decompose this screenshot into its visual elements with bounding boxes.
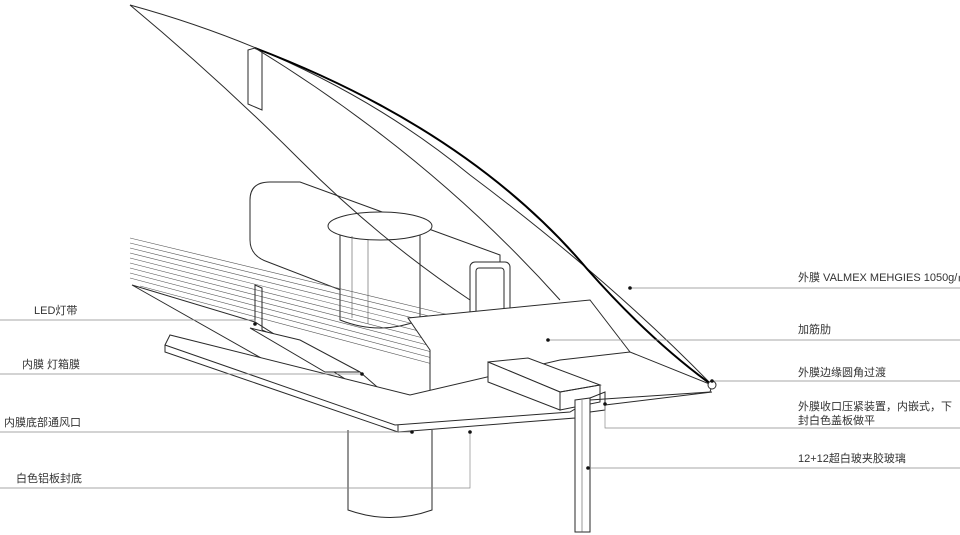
label-clamp-line1: 外膜收口压紧装置，内嵌式，下	[798, 401, 952, 413]
label-clamp-line2: 封白色盖板做平	[798, 415, 875, 427]
outer-membrane	[129, 4, 713, 386]
label-stiffener: 加筋肋	[798, 324, 831, 336]
label-led-strip: LED灯带	[34, 305, 78, 317]
label-aluminum-base: 白色铝板封底	[16, 473, 82, 485]
support-column	[347, 430, 433, 518]
label-outer-membrane: 外膜 VALMEX MEHGIES 1050g/㎡	[798, 272, 960, 284]
label-vent: 内膜底部通风口	[4, 417, 81, 429]
label-edge-transition: 外膜边缘圆角过渡	[798, 367, 886, 379]
label-inner-membrane: 内膜 灯箱膜	[22, 359, 81, 371]
label-glass: 12+12超白玻夹胶玻璃	[798, 453, 906, 465]
laminated-glass	[574, 391, 606, 533]
leader-lines	[0, 286, 960, 489]
cylinder-connector	[327, 211, 433, 329]
clamp-block	[487, 357, 602, 411]
